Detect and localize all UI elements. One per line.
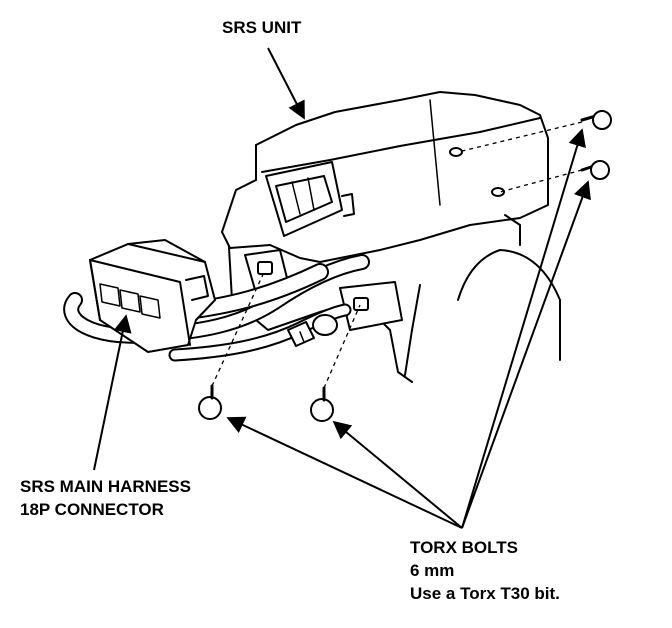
bolt-alignment-lines bbox=[211, 121, 583, 389]
harness-label-line-1: SRS MAIN HARNESS bbox=[20, 477, 191, 496]
bolts-label-line-1: TORX BOLTS bbox=[410, 538, 518, 557]
leader-arrow-harness bbox=[93, 314, 132, 471]
harness-label-line-2: 18P CONNECTOR bbox=[20, 500, 164, 519]
srs-unit-text: SRS UNIT bbox=[222, 18, 302, 37]
leader-arrow-bolt bbox=[332, 420, 463, 529]
bolt-hole bbox=[449, 147, 463, 157]
torx-bolt bbox=[310, 386, 334, 422]
leader-arrow-bolt bbox=[461, 180, 591, 529]
bolts-label-line-3: Use a Torx T30 bit. bbox=[410, 584, 560, 603]
leader-arrow-bolt bbox=[226, 416, 463, 529]
harness-clip bbox=[287, 314, 338, 347]
torx-bolt bbox=[580, 160, 610, 180]
srs-unit-label: SRS UNIT bbox=[222, 16, 301, 39]
torx-bolt bbox=[580, 110, 612, 130]
harness-connector-label: SRS MAIN HARNESS 18P CONNECTOR bbox=[20, 475, 191, 521]
leader-arrow-bolt bbox=[461, 128, 586, 529]
bolts-label-line-2: 6 mm bbox=[410, 561, 455, 580]
torx-bolt bbox=[198, 384, 222, 420]
bolt-hole bbox=[491, 187, 505, 197]
leader-arrow-srs-unit bbox=[267, 47, 305, 120]
unit-connector-socket bbox=[265, 161, 355, 237]
torx-bolts-label: TORX BOLTS 6 mm Use a Torx T30 bit. bbox=[410, 536, 560, 605]
